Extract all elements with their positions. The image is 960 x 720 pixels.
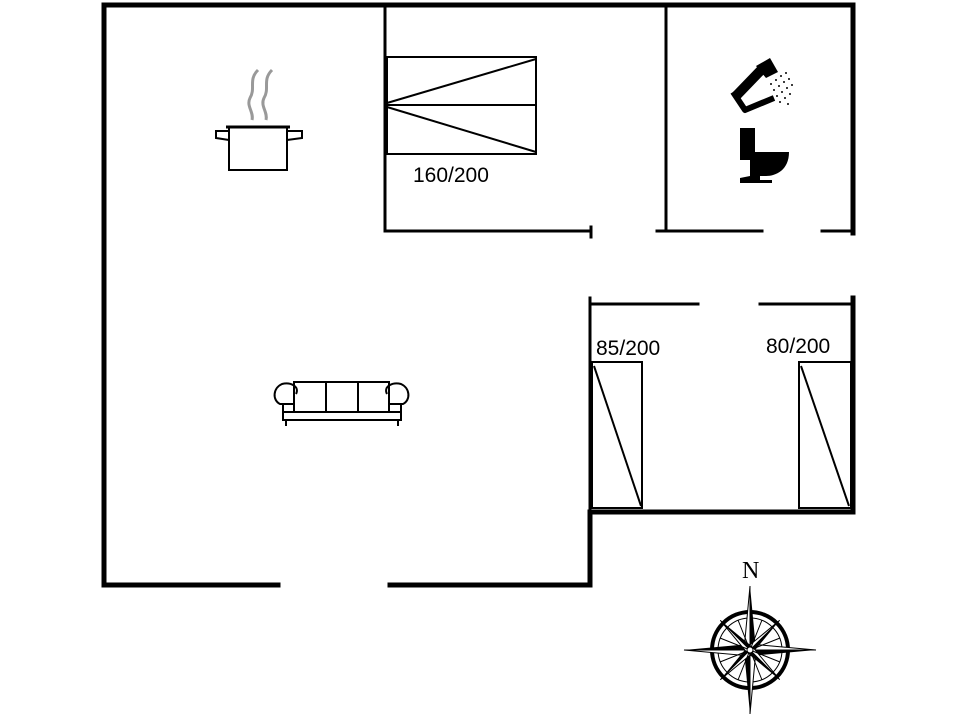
single-bed-b (798, 361, 852, 509)
double-bed (386, 56, 537, 155)
sofa-icon (273, 381, 410, 426)
bed-size-label-double: 160/200 (413, 164, 489, 187)
toilet-icon (740, 128, 789, 183)
bed-size-label-single-a: 85/200 (596, 337, 660, 360)
compass-rose-icon (683, 585, 817, 715)
exterior-walls (101, 2, 856, 588)
bed-size-label-single-b: 80/200 (766, 335, 830, 358)
compass-north-label: N (742, 558, 759, 584)
interior-walls (383, 6, 853, 514)
single-bed-a (591, 361, 643, 509)
shower-icon (730, 58, 793, 113)
cooking-pot-icon (215, 68, 303, 171)
